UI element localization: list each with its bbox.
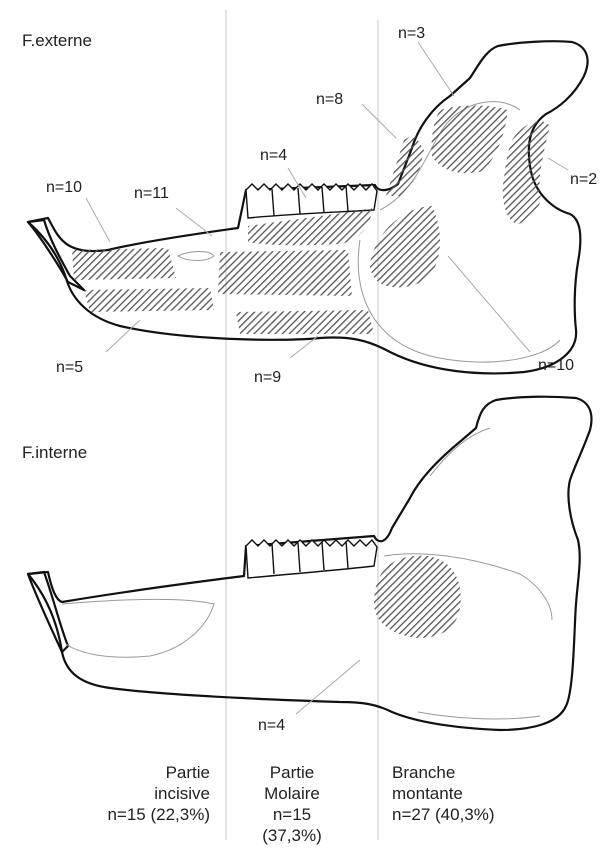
internal-condyle-contour [430,428,490,476]
zone-top-branch [431,106,508,174]
summary-molar: Partie Molaire n=15 (37,3%) [262,763,322,845]
internal-molar-row [246,540,377,578]
leader-posterior-branch [548,158,568,170]
summary-incisive-line2: incisive [154,784,210,803]
leader-upper-branch [362,104,396,138]
zone-incisive-upper [72,248,176,280]
count-angle: n=10 [538,357,574,374]
count-inner-branch: n=4 [258,717,285,734]
summary-molar-line1: Partie [270,763,314,782]
zone-upper-branch [386,134,424,196]
summary-incisive-line3: n=15 (22,3%) [107,805,210,824]
leader-top-branch [418,42,454,96]
leader-incisive-lower [106,320,140,352]
external-mandible [28,41,588,373]
zone-inner-branch [374,556,461,638]
leader-angle [448,256,530,352]
count-incisive-lower: n=5 [56,359,83,376]
internal-angle-contour [418,712,540,719]
summary-molar-line4: (37,3%) [262,826,322,845]
leader-diastema [176,208,212,236]
count-incisive-upper: n=10 [46,179,82,196]
leader-inner-branch [296,660,360,714]
count-top-branch: n=3 [398,25,425,42]
count-posterior-branch: n=2 [570,171,597,188]
summary-branch-line3: n=27 (40,3%) [392,805,495,824]
internal-mandible [28,397,591,730]
leader-incisive-upper [86,198,110,242]
internal-incisor [28,572,68,652]
count-diastema: n=11 [134,185,169,202]
summary-molar-line3: n=15 [273,805,311,824]
count-lower-body: n=9 [254,369,281,386]
zone-lower-body [236,310,374,334]
summary-molar-line2: Molaire [264,784,320,803]
summary-incisive-line1: Partie [166,763,210,782]
view-label-external: F.externe [22,31,92,50]
zone-diastema [218,250,352,296]
count-molar-row: n=4 [260,147,287,164]
count-upper-branch: n=8 [316,91,343,108]
zone-posterior-branch [503,121,550,224]
summary-incisive: Partie incisive n=15 (22,3%) [107,763,210,824]
external-foramen [178,252,214,261]
summary-branch-line2: montante [392,784,463,803]
view-label-internal: F.interne [22,443,87,462]
zone-incisive-lower [84,288,214,312]
summary-branch: Branche montante n=27 (40,3%) [392,763,495,824]
summary-branch-line1: Branche [392,763,455,782]
internal-symphysis-contour [62,599,214,657]
zone-angle [370,206,440,287]
